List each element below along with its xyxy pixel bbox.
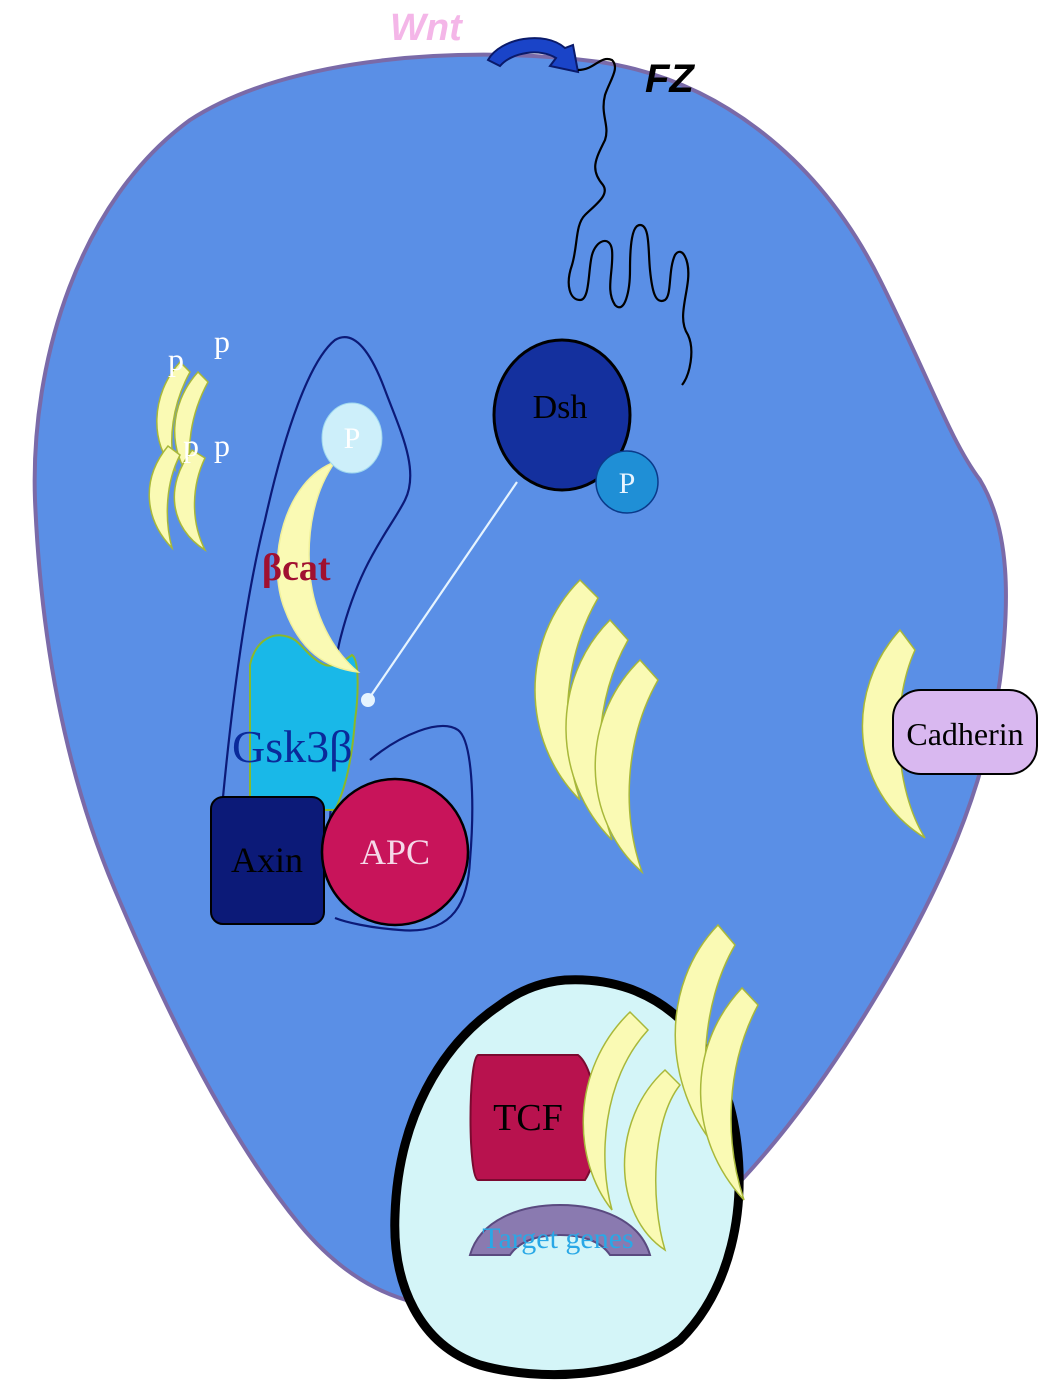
bcat-phosphate-label: P — [344, 422, 361, 455]
apc-label: APC — [360, 832, 430, 872]
dsh-phosphate-label: P — [619, 467, 636, 500]
tcf-label: TCF — [493, 1097, 563, 1139]
gsk3b-label: Gsk3β — [232, 721, 353, 772]
wnt-label: Wnt — [390, 7, 463, 49]
phospho-mark-4: p — [214, 427, 230, 463]
connector-end-dot — [361, 693, 375, 707]
axin-label: Axin — [231, 840, 303, 880]
phospho-mark-1: p — [168, 341, 184, 377]
phospho-mark-2: p — [214, 323, 230, 359]
cadherin-label: Cadherin — [906, 716, 1023, 752]
bcat-label: βcat — [262, 547, 331, 589]
phospho-mark-3: p — [183, 427, 199, 463]
dsh-label: Dsh — [533, 389, 588, 426]
target-genes-label: Target genes — [482, 1222, 633, 1255]
fz-label: FZ — [645, 57, 695, 101]
